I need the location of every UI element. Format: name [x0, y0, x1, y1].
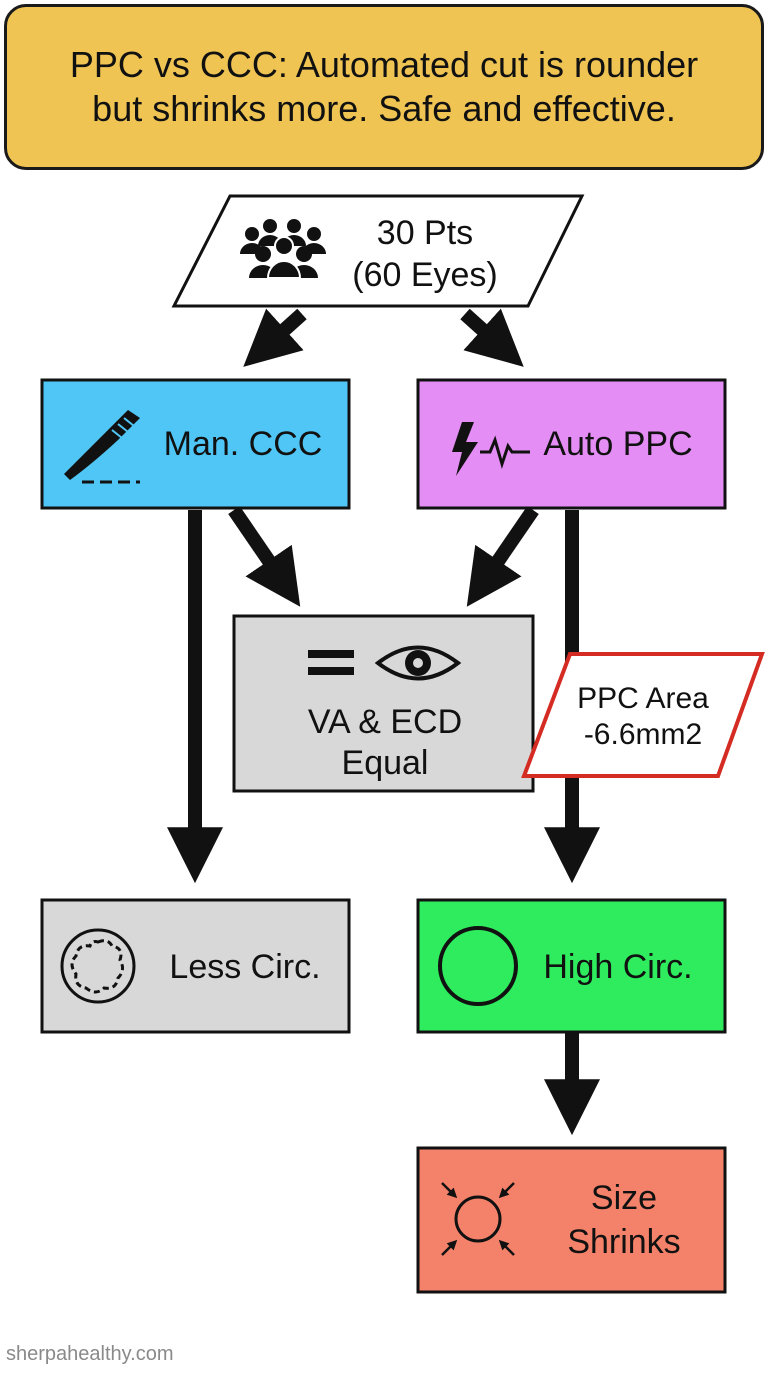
equal-eye-icon — [308, 645, 462, 681]
node-patients: 30 Pts (60 Eyes) — [171, 194, 585, 308]
arrow-patients-to-manual — [243, 308, 307, 367]
watermark: sherpahealthy.com — [6, 1343, 174, 1365]
group-people-icon — [240, 219, 326, 279]
circle-icon — [438, 926, 518, 1006]
auto-ppc-label: Auto PPC — [543, 425, 692, 463]
scalpel-icon — [64, 410, 140, 484]
area-note-line2: -6.6mm2 — [584, 718, 702, 751]
shrink-arrows-icon — [441, 1182, 515, 1256]
node-auto-ppc: Auto PPC — [416, 378, 727, 510]
patients-count: 30 Pts — [377, 214, 473, 252]
node-equal-outcomes: VA & ECD Equal — [232, 614, 535, 793]
patients-eyes: (60 Eyes) — [352, 256, 498, 294]
arrow-auto-to-equal — [466, 506, 539, 607]
arrow-manual-to-equal — [228, 506, 301, 607]
node-size-shrinks: Size Shrinks — [416, 1146, 727, 1294]
arrow-patients-to-auto — [460, 308, 524, 367]
high-circ-label: High Circ. — [543, 948, 692, 986]
area-note-line1: PPC Area — [577, 682, 709, 715]
banner-line-2: but shrinks more. Safe and effective. — [92, 88, 676, 129]
connectors — [167, 308, 600, 1136]
summary-banner: PPC vs CCC: Automated cut is rounder but… — [4, 4, 764, 170]
size-shrinks-line1: Size — [591, 1179, 657, 1217]
equal-outcomes-line1: VA & ECD — [308, 703, 462, 741]
less-circ-label: Less Circ. — [169, 948, 320, 986]
manual-ccc-label: Man. CCC — [164, 425, 323, 463]
node-high-circ: High Circ. — [416, 898, 727, 1034]
node-manual-ccc: Man. CCC — [40, 378, 351, 510]
banner-line-1: PPC vs CCC: Automated cut is rounder — [69, 44, 699, 85]
irregular-circle-icon — [60, 928, 136, 1004]
size-shrinks-line2: Shrinks — [567, 1223, 680, 1261]
node-area-note: PPC Area -6.6mm2 — [521, 652, 765, 778]
lightning-pulse-icon — [452, 422, 530, 476]
equal-outcomes-line2: Equal — [342, 744, 429, 782]
node-less-circ: Less Circ. — [40, 898, 351, 1034]
